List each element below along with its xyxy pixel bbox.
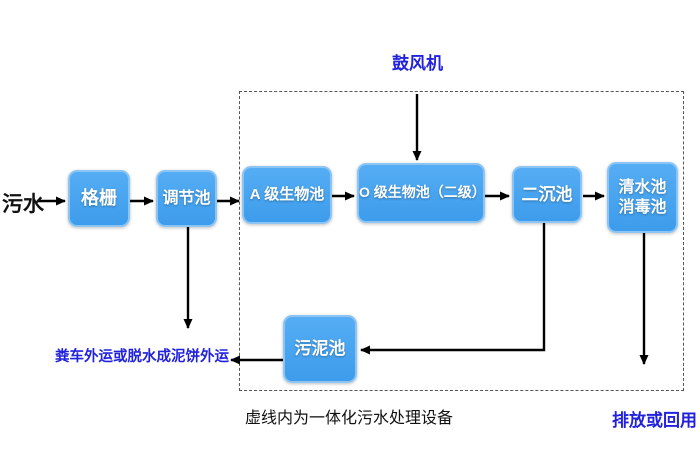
box-clearwater-disinfection-tank: 清水池 消毒池 <box>607 162 678 233</box>
box-grid-screen: 格栅 <box>68 170 130 227</box>
integrated-equipment-dashed-boundary <box>239 91 684 391</box>
effluent-label: 排放或回用 <box>612 411 697 430</box>
box-o-level-bio-tank: O 级生物池（二级） <box>357 163 486 223</box>
sludge-disposal-label: 粪车外运或脱水成泥饼外运 <box>55 349 229 365</box>
arrow-sedimentation-to-sludge <box>360 223 546 355</box>
blower-label: 鼓风机 <box>392 54 443 73</box>
box-sludge-tank: 污泥池 <box>283 315 357 383</box>
box-a-level-bio-tank: A 级生物池 <box>242 166 332 224</box>
box-secondary-sedimentation-tank: 二沉池 <box>512 166 582 223</box>
influent-label: 污水 <box>2 193 44 216</box>
box-regulating-tank: 调节池 <box>156 170 217 227</box>
dashed-box-caption: 虚线内为一体化污水处理设备 <box>245 410 454 427</box>
